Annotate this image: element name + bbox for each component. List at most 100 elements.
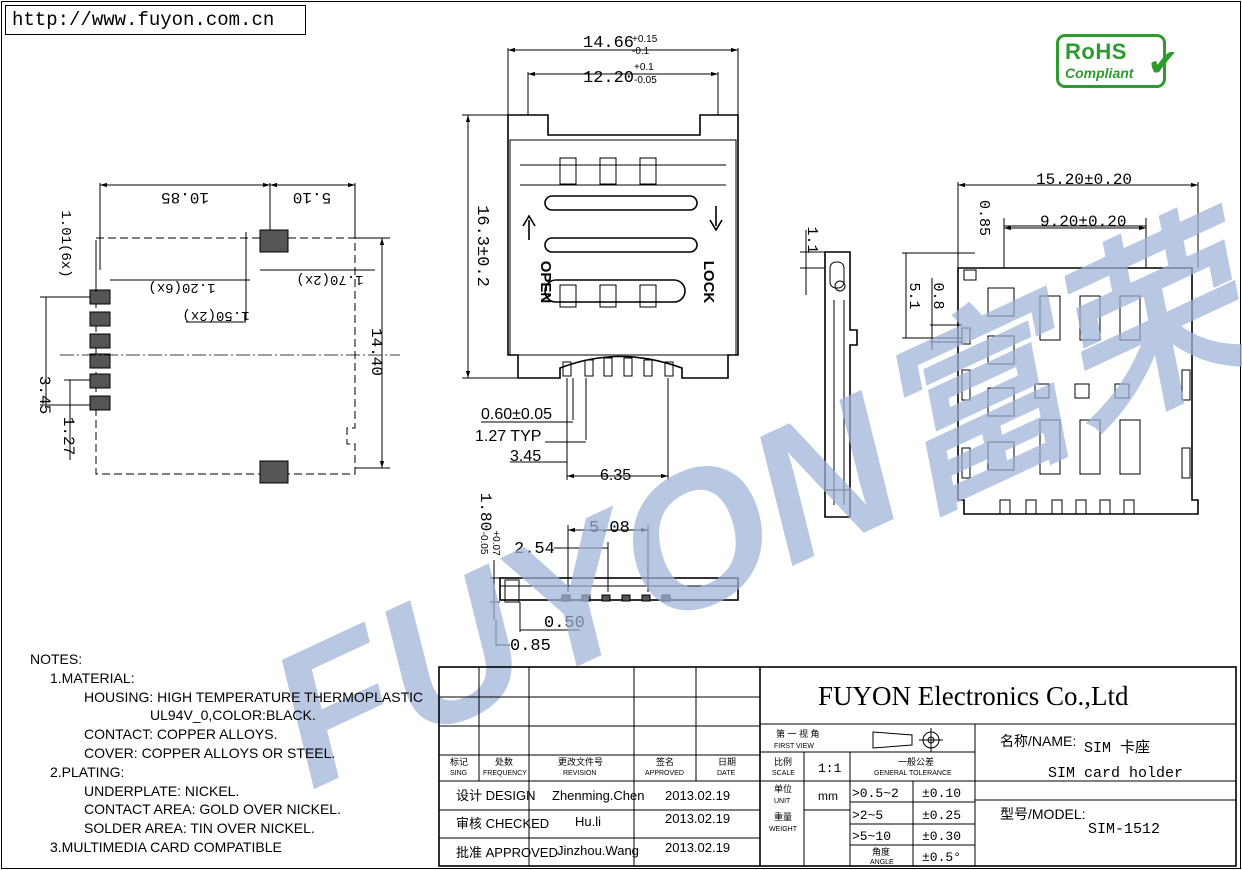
dim-1-70-2x: 1.70(2x) (296, 271, 363, 287)
note-line: CONTACT: COPPER ALLOYS. (84, 726, 278, 743)
header-rev-cn: 更改文件号 (558, 756, 603, 767)
right-view: 15.20±0.20 9.20±0.20 0.85 (902, 171, 1199, 515)
dim-1-01-6x: 1.01(6x) (57, 210, 73, 277)
header-sign-cn: 标记 (450, 756, 468, 767)
bottom-view: 1.80 +0.07 -0.05 5.08 2.54 0.50 0.85 (476, 493, 739, 656)
approved-name: Jinzhou.Wang (557, 843, 639, 858)
dim-height-tol-lower: -0.05 (478, 532, 489, 555)
rohs-label: RoHS (1065, 39, 1127, 64)
tolerance-value-1: ±0.10 (922, 786, 961, 801)
dim-1-50-2x: 1.50(2x) (182, 307, 249, 323)
label-lock: LOCK (700, 261, 717, 304)
dim-5-10: 5.10 (293, 188, 331, 206)
dim-0-8: 0.8 (929, 282, 946, 309)
dim-0-85-bottom: 0.85 (510, 637, 551, 656)
dim-overall-width-tol-upper: +0.15 (632, 34, 658, 45)
rohs-compliant-label: Compliant (1065, 65, 1134, 81)
dim-1-20-6x: 1.20(6x) (148, 279, 215, 295)
weight-en: WEIGHT (769, 826, 798, 833)
pcb-layout-view: 10.85 5.10 14.40 1.20(6x) 1.50(2x) 1.70(… (35, 182, 400, 484)
notes-section: NOTES: 1.MATERIAL: HOUSING: HIGH TEMPERA… (30, 650, 423, 857)
unit-cn: 单位 (774, 783, 792, 794)
note-line: COVER: COPPER ALLOYS OR STEEL. (84, 744, 336, 761)
tolerance-range-1: >0.5~2 (852, 786, 899, 801)
notes-title: NOTES: (30, 651, 83, 667)
dim-5-1: 5.1 (905, 282, 922, 309)
tolerance-cn: 一般公差 (898, 756, 934, 767)
dim-overall-width-tol-lower: -0.1 (632, 46, 650, 57)
dim-pitch: 1.27 TYP (475, 428, 541, 445)
dim-pin-width: 0.60±0.05 (481, 406, 552, 423)
header-date-cn: 日期 (718, 757, 736, 767)
dim-overall-width: 14.66 (583, 34, 634, 53)
note-line: SOLDER AREA: TIN OVER NICKEL. (84, 820, 315, 837)
dim-0-50: 0.50 (544, 614, 585, 633)
header-approved-cn: 签名 (656, 756, 674, 767)
note-line: 2.PLATING: (50, 763, 125, 780)
website-url: http://www.fuyon.com.cn (5, 5, 306, 35)
tolerance-en: GENERAL TOLERANCE (874, 770, 952, 777)
angle-en: ANGLE (870, 859, 894, 866)
dim-6-35: 6.35 (600, 467, 631, 484)
note-line: HOUSING: HIGH TEMPERATURE THERMOPLASTIC (84, 688, 424, 705)
dim-5-08: 5.08 (589, 519, 630, 538)
header-date-en: DATE (717, 770, 735, 777)
dim-1-1: 1.1 (803, 226, 820, 253)
header-freq-en: FREQUENCY (483, 770, 527, 777)
model-label: 型号/MODEL: (1000, 806, 1086, 822)
label-open: OPEN (537, 261, 554, 304)
note-line: 3.MULTIMEDIA CARD COMPATIBLE (50, 838, 282, 855)
design-date: 2013.02.19 (665, 788, 730, 803)
company-name: FUYON Electronics Co.,Ltd (818, 681, 1129, 711)
header-sign-en: SING (450, 770, 467, 777)
dim-height-tol-upper: +0.07 (490, 530, 501, 556)
angle-cn: 角度 (872, 846, 890, 857)
header-approved-en: APPROVED (645, 770, 684, 777)
note-line: 1.MATERIAL: (50, 669, 135, 686)
side-view: 1.1 (800, 226, 858, 518)
dim-height: 16.3±0.2 (472, 205, 491, 287)
note-line: CONTACT AREA: GOLD OVER NICKEL. (84, 801, 341, 818)
dim-0-85-right: 0.85 (975, 200, 992, 236)
dim-inner-width: 12.20 (583, 69, 634, 88)
tolerance-value-2: ±0.25 (922, 808, 961, 823)
tolerance-value-3: ±0.30 (922, 829, 961, 844)
title-block: FUYON Electronics Co.,Ltd 第 一 视 角 FIRST … (438, 666, 1237, 867)
checked-role: 审核 CHECKED (456, 816, 549, 831)
dim-10-85: 10.85 (161, 188, 209, 206)
design-name: Zhenming.Chen (552, 788, 645, 803)
scale-cn: 比例 (774, 756, 792, 767)
approved-date: 2013.02.19 (665, 840, 730, 855)
dim-width-15-20: 15.20±0.20 (1036, 171, 1132, 189)
weight-cn: 重量 (774, 811, 792, 822)
note-line: UL94V_0,COLOR:BLACK. (150, 707, 316, 724)
checked-date: 2013.02.19 (665, 811, 730, 826)
tolerance-range-2: >2~5 (852, 808, 883, 823)
scale-value: 1:1 (818, 761, 842, 776)
approved-role: 批准 APPROVED (456, 845, 558, 860)
dim-2-54: 2.54 (514, 540, 555, 559)
note-line: UNDERPLATE: NICKEL. (84, 782, 240, 799)
name-cn: SIM 卡座 (1084, 739, 1150, 757)
design-role: 设计 DESIGN (456, 788, 535, 803)
first-angle-projection-symbol (872, 728, 943, 752)
name-label: 名称/NAME: (1000, 733, 1076, 749)
name-en: SIM card holder (1048, 765, 1183, 782)
header-rev-en: REVISION (563, 770, 596, 777)
dim-14-40: 14.40 (367, 328, 385, 376)
scale-en: SCALE (772, 770, 795, 777)
dim-3-45: 3.45 (35, 376, 53, 414)
dim-inner-width-tol-upper: +0.1 (634, 62, 654, 73)
first-view-en: FIRST VIEW (774, 743, 814, 750)
dim-inner-width-tol-lower: -0.05 (634, 75, 657, 86)
header-freq-cn: 处数 (495, 756, 513, 767)
checked-name: Hu.li (575, 814, 601, 829)
tolerance-range-3: >5~10 (852, 829, 891, 844)
dim-3-45-front: 3.45 (510, 448, 541, 465)
rohs-compliant-badge: RoHS Compliant ✔ (1056, 34, 1179, 88)
angle-value: ±0.5° (922, 850, 961, 865)
front-view: 14.66 +0.15 -0.1 12.20 +0.1 -0.05 16.3±0… (462, 34, 739, 484)
model-value: SIM-1512 (1088, 821, 1160, 838)
